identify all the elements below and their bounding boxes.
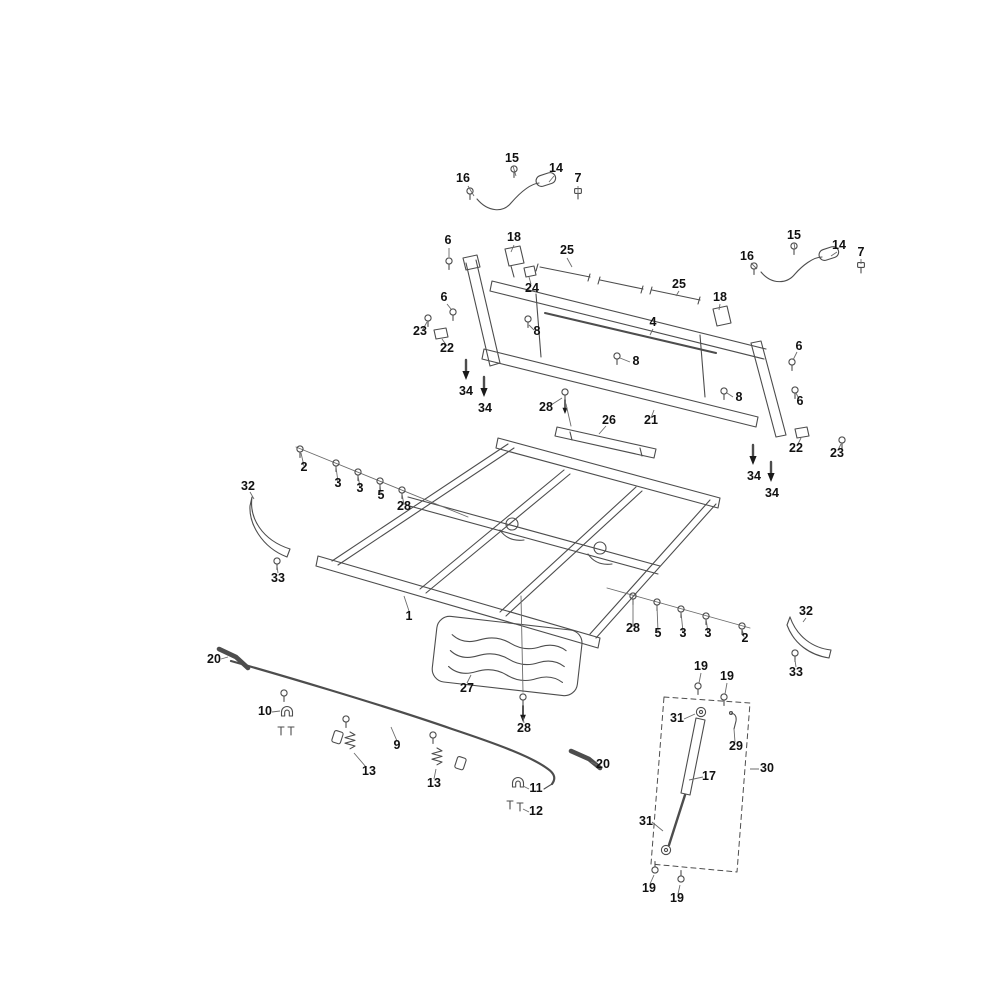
part-label-6: 6 (797, 394, 804, 408)
part-label-20: 20 (207, 652, 221, 666)
floor-frame-part-1 (315, 437, 721, 649)
part-label-10: 10 (258, 704, 272, 718)
part-label-16: 16 (740, 249, 754, 263)
part-label-23: 23 (413, 324, 427, 338)
part-label-5: 5 (655, 626, 662, 640)
part-label-12: 12 (529, 804, 543, 818)
part-label-28: 28 (539, 400, 553, 414)
part-label-18: 18 (507, 230, 521, 244)
part-label-32: 32 (799, 604, 813, 618)
part-label-17: 17 (702, 769, 716, 783)
part-label-9: 9 (394, 738, 401, 752)
part-label-23: 23 (830, 446, 844, 460)
part-label-1: 1 (406, 609, 413, 623)
fastener-row-left (295, 445, 469, 518)
part-label-26: 26 (602, 413, 616, 427)
part-label-14: 14 (549, 161, 563, 175)
part-label-18: 18 (713, 290, 727, 304)
part-label-22: 22 (440, 341, 454, 355)
leader-lines (220, 165, 862, 895)
part-label-27: 27 (460, 681, 474, 695)
part-label-21: 21 (644, 413, 658, 427)
spring-part-13 (431, 747, 443, 766)
part-label-34: 34 (459, 384, 473, 398)
part-label-3: 3 (335, 476, 342, 490)
part-label-16: 16 (456, 171, 470, 185)
part-label-13: 13 (427, 776, 441, 790)
part-label-2: 2 (301, 460, 308, 474)
kit-boundary-part-30 (650, 696, 751, 873)
part-label-19: 19 (670, 891, 684, 905)
latch-cable-assemblies (466, 165, 865, 283)
part-label-7: 7 (575, 171, 582, 185)
part-label-34: 34 (765, 486, 779, 500)
part-label-19: 19 (720, 669, 734, 683)
part-label-6: 6 (796, 339, 803, 353)
part-label-2: 2 (742, 631, 749, 645)
part-label-15: 15 (787, 228, 801, 242)
part-label-6: 6 (445, 233, 452, 247)
cross-rail-part-26 (554, 426, 657, 459)
clip-part-29 (730, 712, 737, 730)
handle-part-20 (216, 646, 251, 671)
floor-panel-part-27 (431, 595, 583, 697)
fastener-row-right (606, 587, 751, 636)
part-label-4: 4 (650, 315, 657, 329)
part-label-6: 6 (441, 290, 448, 304)
part-label-31: 31 (670, 711, 684, 725)
gas-strut-assembly (650, 682, 751, 883)
misc-fasteners (424, 257, 846, 450)
part-label-34: 34 (747, 469, 761, 483)
spring-part-13 (344, 731, 356, 750)
part-label-14: 14 (832, 238, 846, 252)
part-label-31: 31 (639, 814, 653, 828)
part-label-28: 28 (626, 621, 640, 635)
part-label-15: 15 (505, 151, 519, 165)
part-label-3: 3 (357, 481, 364, 495)
part-label-32: 32 (241, 479, 255, 493)
part-label-29: 29 (729, 739, 743, 753)
part-label-3: 3 (680, 626, 687, 640)
part-label-33: 33 (271, 571, 285, 585)
part-label-28: 28 (517, 721, 531, 735)
part-label-8: 8 (736, 390, 743, 404)
tailgate-frame-part (462, 245, 787, 438)
insertion-arrows-34 (461, 358, 776, 484)
part-label-8: 8 (534, 324, 541, 338)
part-label-22: 22 (789, 441, 803, 455)
part-label-19: 19 (642, 881, 656, 895)
part-label-24: 24 (525, 281, 539, 295)
part-label-28: 28 (397, 499, 411, 513)
part-label-33: 33 (789, 665, 803, 679)
part-label-25: 25 (672, 277, 686, 291)
part-label-13: 13 (362, 764, 376, 778)
part-label-8: 8 (633, 354, 640, 368)
clamp-part-11 (511, 776, 525, 788)
side-straps (249, 496, 832, 663)
part-label-30: 30 (760, 761, 774, 775)
part-label-20: 20 (596, 757, 610, 771)
latch-rod-part-9 (216, 646, 603, 812)
part-label-19: 19 (694, 659, 708, 673)
clamp-part-10 (280, 705, 294, 717)
part-label-5: 5 (378, 488, 385, 502)
part-label-3: 3 (705, 626, 712, 640)
part-label-11: 11 (529, 781, 542, 795)
part-label-34: 34 (478, 401, 492, 415)
part-label-7: 7 (858, 245, 865, 259)
part-label-25: 25 (560, 243, 574, 257)
